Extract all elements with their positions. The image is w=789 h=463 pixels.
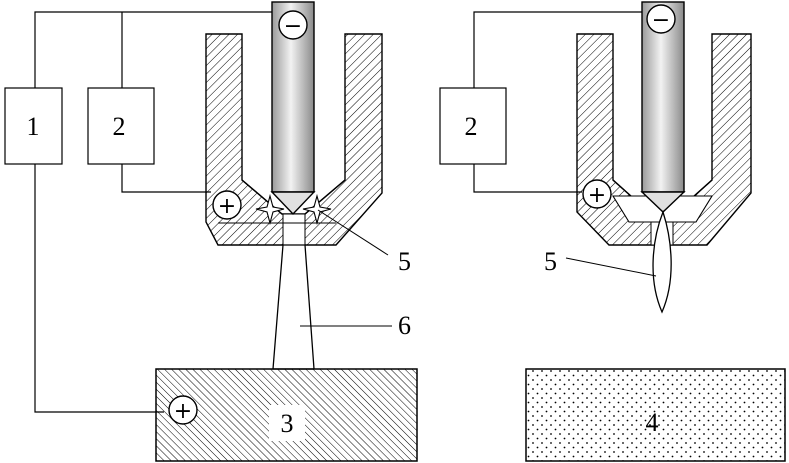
power-supply-2-left: 2 xyxy=(87,87,155,165)
workpiece-positive-sign: + xyxy=(174,399,192,424)
left-arc-label: 5 xyxy=(398,247,411,276)
workpiece-positive-terminal xyxy=(168,395,198,425)
right-arc-label: 5 xyxy=(544,247,557,276)
workpiece-conductive-label: 3 xyxy=(281,409,294,438)
right-torch-assembly: 2 − + 5 4 xyxy=(439,1,786,462)
plasma-jet-label: 6 xyxy=(398,311,411,340)
left-torch-assembly: 1 2 − + xyxy=(4,1,418,462)
plasma-jet xyxy=(272,244,315,370)
right-nozzle-positive-terminal: + xyxy=(582,179,612,209)
workpiece-nonconductive-label: 4 xyxy=(646,408,659,437)
left-electrode: − xyxy=(270,1,316,216)
right-negative-sign: − xyxy=(652,8,670,33)
power-supply-2-right: 2 xyxy=(439,87,507,165)
right-nozzle-positive-sign: + xyxy=(588,183,606,208)
power-supply-2-right-label: 2 xyxy=(465,112,478,141)
workpiece-conductive: 3 + xyxy=(155,368,418,462)
right-plasma-flame xyxy=(652,210,672,314)
left-nozzle-positive-sign: + xyxy=(218,194,236,219)
workpiece-nonconductive: 4 xyxy=(525,368,786,462)
power-supply-1-label: 1 xyxy=(27,112,40,141)
power-supply-2-left-label: 2 xyxy=(113,112,126,141)
right-electrode: − xyxy=(640,1,686,213)
left-nozzle-positive-terminal: + xyxy=(212,190,242,220)
left-negative-sign: − xyxy=(284,14,302,39)
power-supply-1: 1 xyxy=(4,87,63,165)
left-negative-terminal xyxy=(278,10,308,40)
right-negative-terminal xyxy=(646,4,676,34)
left-pilot-arc-sparks xyxy=(255,193,332,226)
left-nozzle-orifice xyxy=(282,213,306,246)
